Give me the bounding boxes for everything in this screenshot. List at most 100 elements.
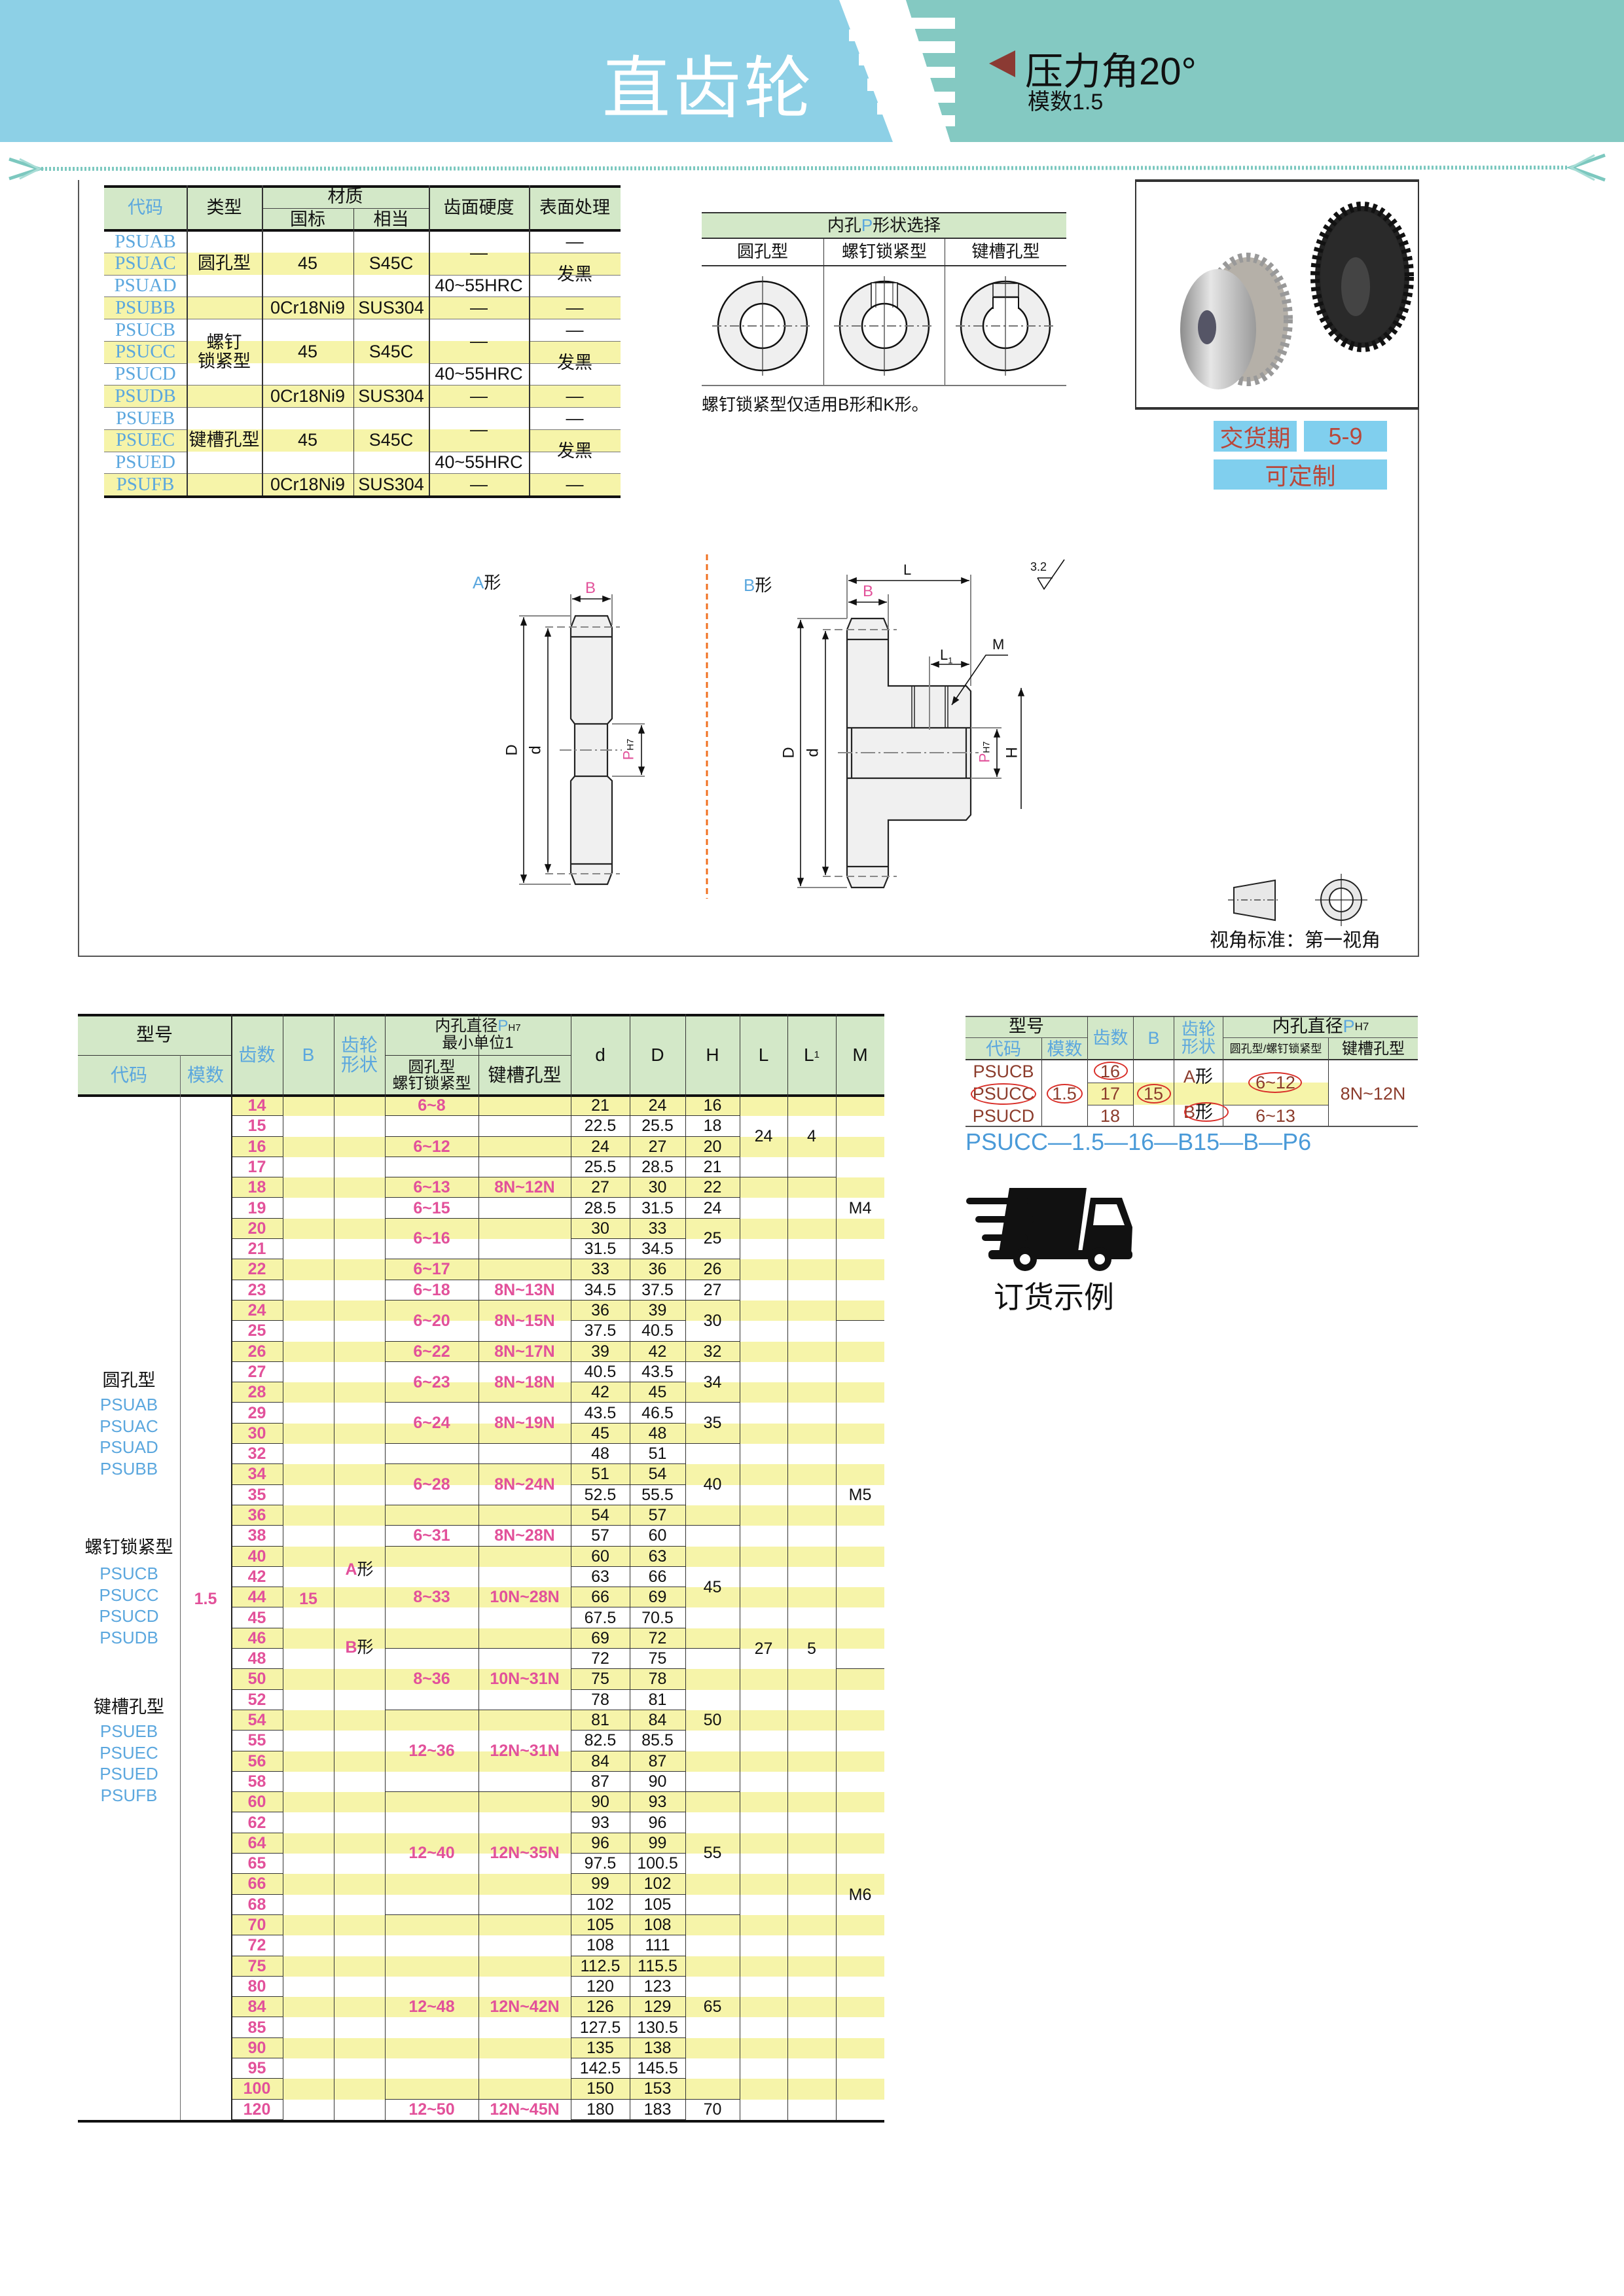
module-value: 1.5 [194,1589,217,1608]
surface-dash: — [566,408,584,428]
order-example-title: 订货示例 [994,1280,1114,1314]
bore-cell: 6~22 [385,1342,478,1362]
outer-diameter: 99 [630,1833,685,1854]
stripe [231,1341,884,1362]
mat-h-hardness: 齿面硬度 [443,198,514,218]
h7: H7 [981,741,992,753]
th-M: M [852,1044,868,1065]
outer-diameter: 78 [630,1669,685,1690]
dim-l1: L1 [940,647,952,665]
bore-p: P [497,1017,509,1035]
teeth-count: 72 [231,1935,283,1956]
material-code: PSUED [115,452,175,473]
pitch-diameter: 63 [571,1567,630,1588]
pitch-diameter: 39 [571,1342,630,1362]
teeth-count: 84 [231,1997,283,2018]
header-banner: 直齿轮 压力角20° 模数1.5 [0,0,1624,142]
banner-background [0,0,1624,142]
stripe [231,1382,884,1403]
material-code: PSUBB [115,296,175,318]
pitch-diameter: 84 [571,1751,630,1772]
ex-h-code: 代码 [986,1039,1021,1059]
stripe [231,2079,884,2100]
type-code: PSUDB [99,1627,158,1647]
outer-diameter: 153 [630,2079,685,2100]
pitch-diameter: 69 [571,1628,630,1649]
outer-diameter: 25.5 [630,1116,685,1137]
section-separator [9,153,1606,182]
p-letter: P [620,750,637,761]
surface-dash: — [566,231,584,251]
dim-b-a: B [585,579,596,597]
stripe [231,1956,884,1977]
outer-diameter: 105 [630,1895,685,1915]
grid-line [104,495,621,498]
outer-diameter: 111 [630,1935,685,1956]
pitch-diameter: 36 [571,1300,630,1321]
outer-diameter: 108 [630,1915,685,1936]
mat-h-eq: 相当 [373,209,409,229]
m-cell: M6 [848,1885,872,1904]
key-cell [478,1116,571,1137]
ex-teeth: 17 [1100,1083,1121,1103]
h-cell: 24 [685,1198,740,1219]
hardness-dash: — [470,419,488,439]
material-code: PSUCC [115,341,175,363]
bore-cell [385,1444,478,1465]
black-gear-icon [1310,202,1414,352]
grid-line [385,1055,571,1056]
type-code: PSUCD [99,1606,159,1626]
grid-line [478,1014,479,2120]
pitch-diameter: 126 [571,1997,630,2018]
teeth-count: 25 [231,1321,283,1342]
outer-diameter: 102 [630,1874,685,1895]
teeth-count: 64 [231,1833,283,1854]
outer-diameter: 87 [630,1751,685,1772]
material-code: PSUAB [115,230,176,252]
h-cell: 20 [685,1137,740,1157]
shape-suffix: 形 [357,1638,374,1657]
teeth-count: 26 [231,1342,283,1362]
key-cell: 12N~35N [478,1792,571,1915]
grid-line [262,185,263,495]
grid-line [180,1055,181,2120]
outer-diameter: 66 [630,1567,685,1588]
key-cell: 8N~19N [478,1403,571,1444]
teeth-count: 16 [231,1137,283,1157]
ex-key: 8N~12N [1340,1083,1406,1103]
teeth-count: 65 [231,1854,283,1874]
grid-line [529,185,530,495]
h-cell: 16 [685,1096,740,1117]
bore-type-round: 圆孔型 [702,239,823,266]
outer-diameter: 63 [630,1547,685,1567]
a-form-label: A形 [473,569,501,594]
pointer-triangle-icon [989,50,1015,77]
grid-line [78,2120,884,2123]
stripe [231,1259,884,1280]
th-round-screw: 圆孔型 螺钉锁紧型 [392,1058,471,1092]
bore-cell: 6~28 [385,1464,478,1505]
material-gb: 45 [297,430,318,450]
l-cell: 27 [754,1639,773,1658]
dim-d-outer-a: D [503,744,521,756]
hardness-dash: — [470,474,488,494]
outer-diameter: 30 [630,1177,685,1198]
material-eq: S45C [369,342,414,362]
teeth-count: 100 [231,2079,283,2100]
stripe [231,1874,884,1895]
pitch-diameter: 42 [571,1382,630,1403]
h-cell: 27 [685,1280,740,1300]
module-label: 模数1.5 [1028,90,1104,115]
pitch-diameter: 135 [571,2038,630,2059]
bore-cell: 6~20 [385,1300,478,1342]
th-module: 模数 [187,1065,224,1086]
key-cell [478,1505,571,1526]
teeth-count: 48 [231,1649,283,1670]
ex-h-shape: 齿轮 形状 [1174,1016,1223,1060]
outer-diameter: 46.5 [630,1403,685,1424]
bore-min-unit: 最小单位1 [442,1033,514,1052]
key-cell: 8N~12N [478,1177,571,1198]
